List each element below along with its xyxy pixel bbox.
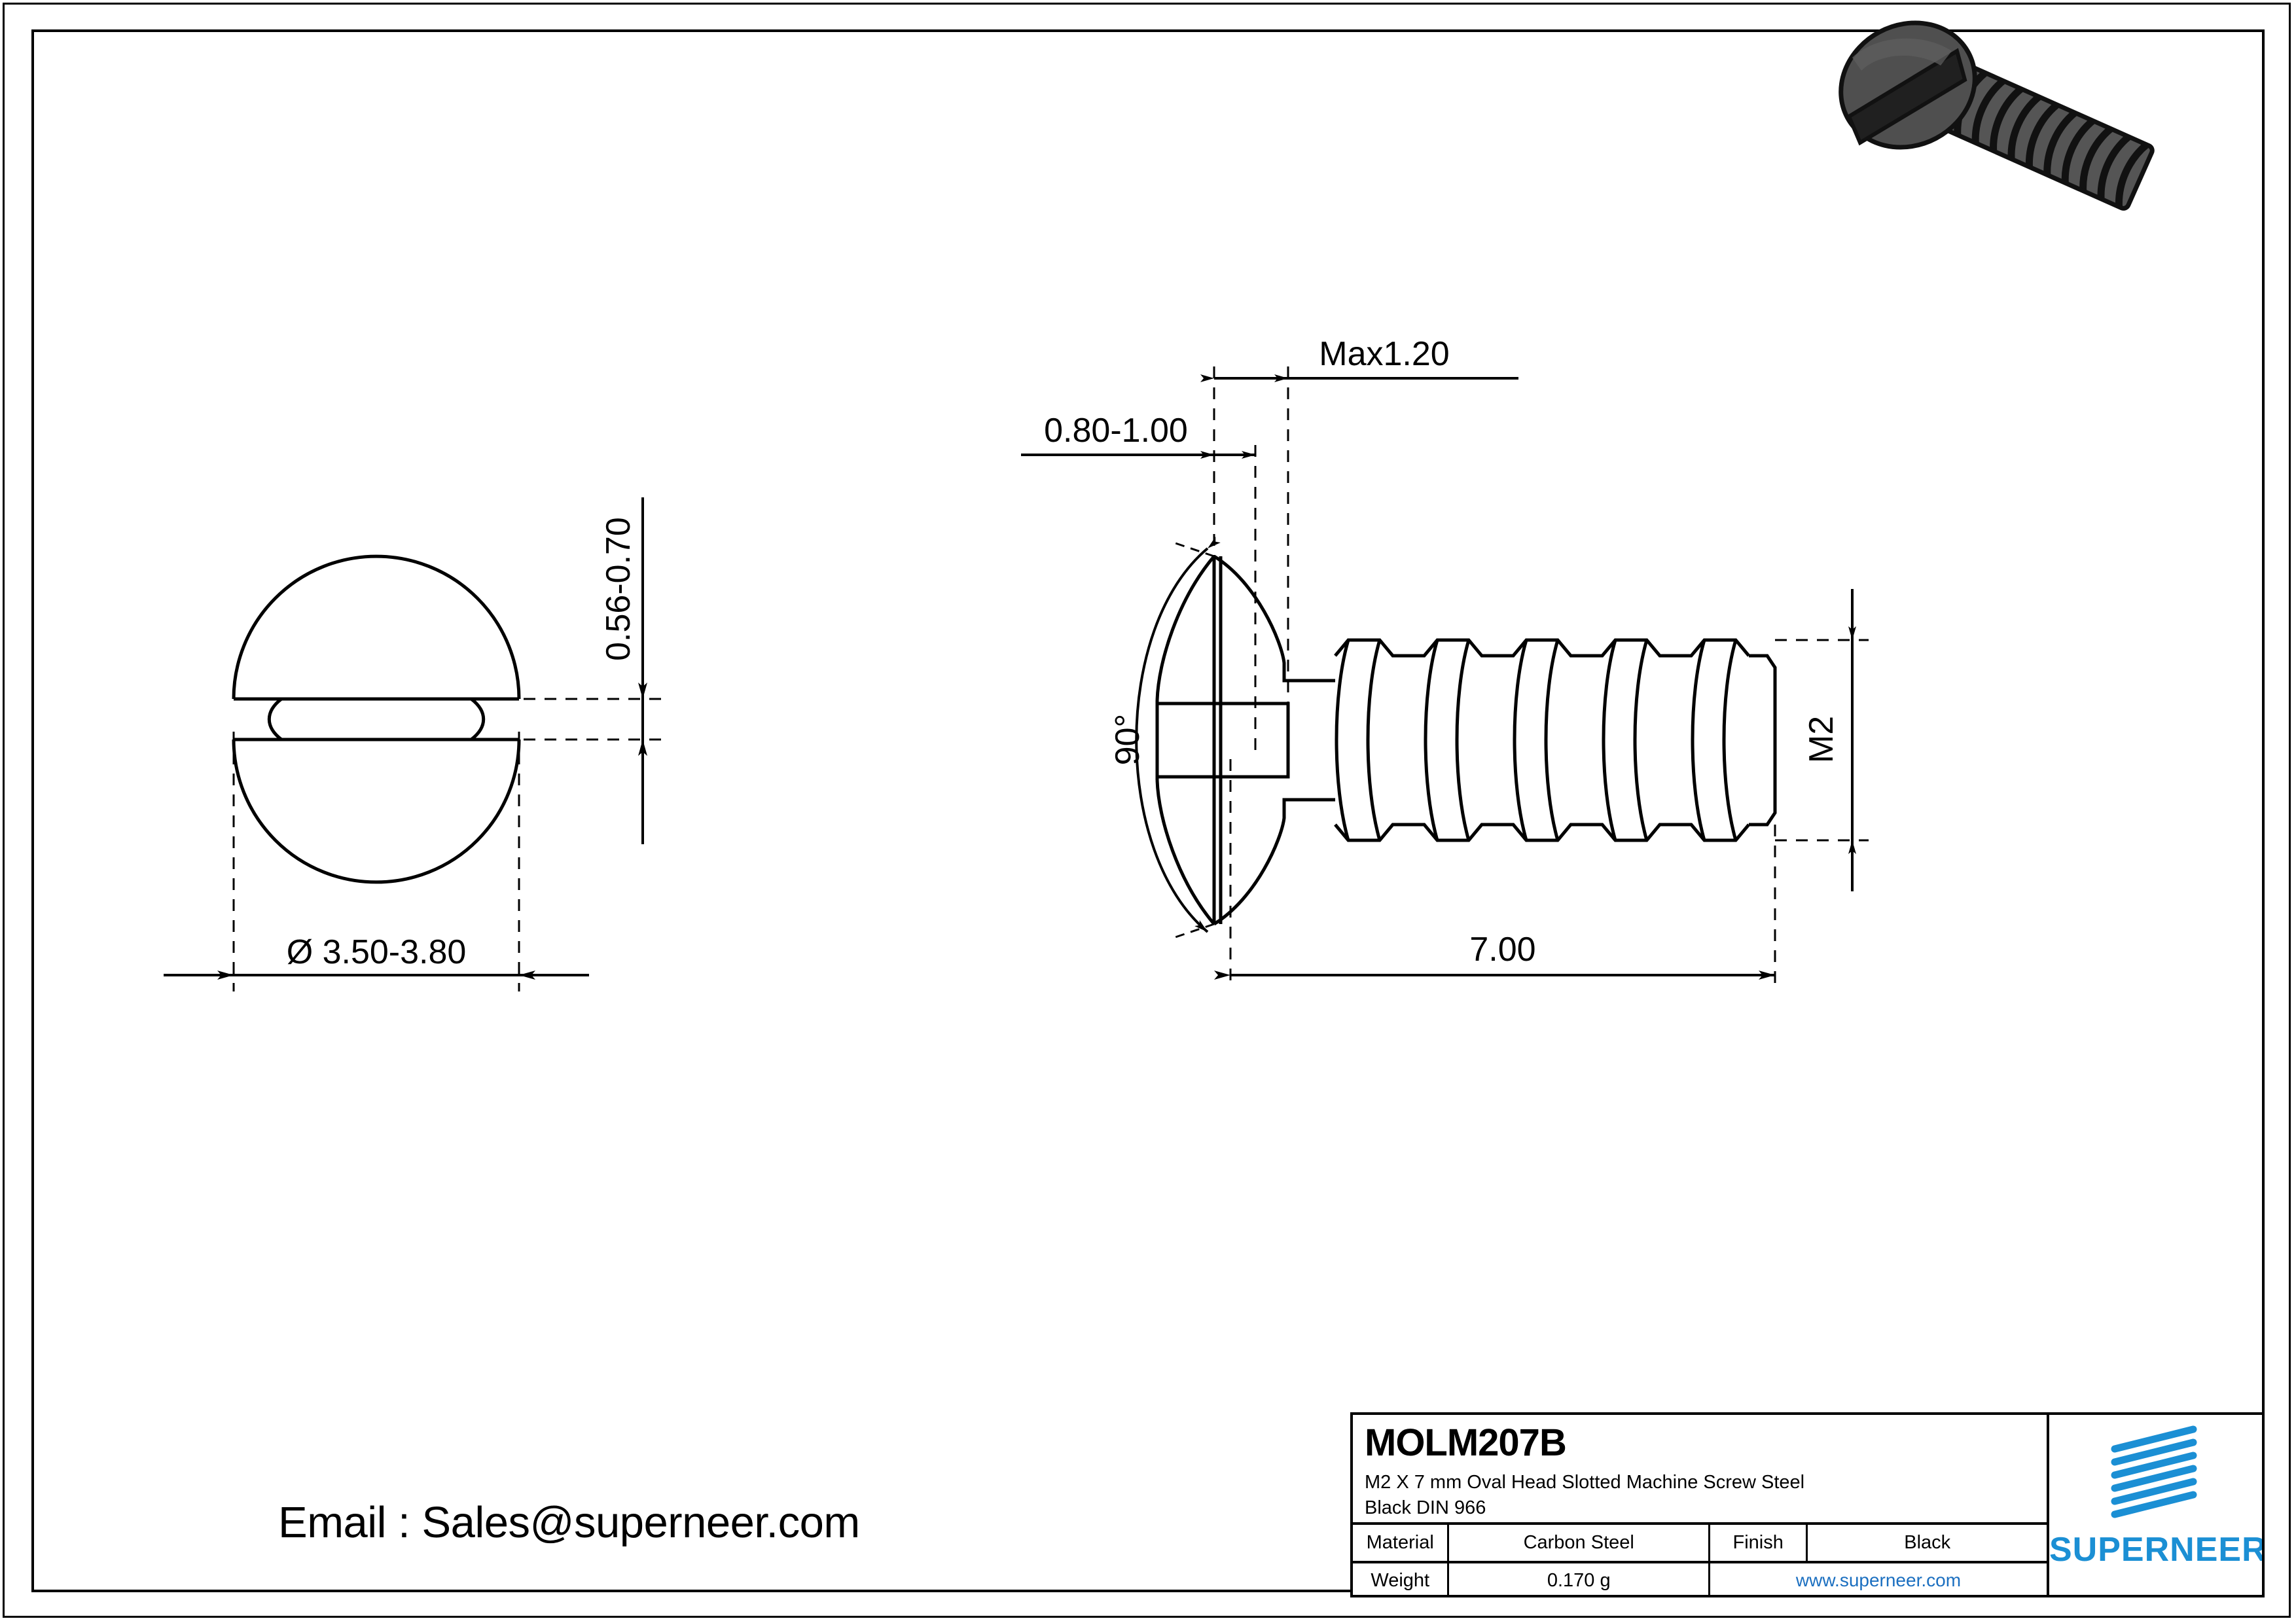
description-line-2: Black DIN 966 [1365,1497,1486,1519]
sheet-outer-border [3,3,2291,1618]
material-finish-row: Material Carbon Steel Finish Black [1353,1522,2047,1561]
head-diameter-dim-text: Ø 3.50-3.80 [287,933,467,971]
company-logo-panel: SUPERNEER [2049,1412,2265,1597]
website-link[interactable]: www.superneer.com [1795,1570,1962,1590]
superneer-stripes-icon [2111,1425,2197,1518]
material-value: Carbon Steel [1449,1525,1710,1561]
weight-website-row: Weight 0.170 g www.superneer.com [1353,1561,2047,1597]
title-block-header: MOLM207B M2 X 7 mm Oval Head Slotted Mac… [1353,1415,2047,1522]
screw-3d-render [1839,20,2155,211]
title-block: MOLM207B M2 X 7 mm Oval Head Slotted Mac… [1350,1412,2049,1597]
head-angle-dim-text: 90° [1109,714,1147,766]
sheet-inner-border [31,29,2265,1592]
part-number: MOLM207B [1365,1421,1567,1464]
weight-value: 0.170 g [1449,1563,1710,1597]
slot-width-dim-text: 0.56-0.70 [600,517,637,661]
description-line-1: M2 X 7 mm Oval Head Slotted Machine Scre… [1365,1472,1805,1493]
finish-value: Black [1904,1532,1951,1553]
weight-label: Weight [1353,1563,1450,1597]
head-height-dim-text: Max1.20 [1319,335,1449,373]
superneer-wordmark: SUPERNEER [2049,1531,2265,1569]
material-label: Material [1353,1525,1450,1561]
thread-size-dim-text: M2 [1803,716,1840,763]
thread-profile [1334,638,1777,842]
email-text: Email : Sales@superneer.com [278,1498,860,1547]
head-on-view: Ø 3.50-3.80 0.56-0.70 [164,497,661,991]
length-dim-text: 7.00 [1469,931,1535,969]
slot-depth-dim-text: 0.80-1.00 [1044,412,1188,450]
finish-label: Finish [1710,1525,1808,1561]
side-section-view: 90° Max1.20 0.80-1.00 M2 7.00 [1021,335,1869,988]
